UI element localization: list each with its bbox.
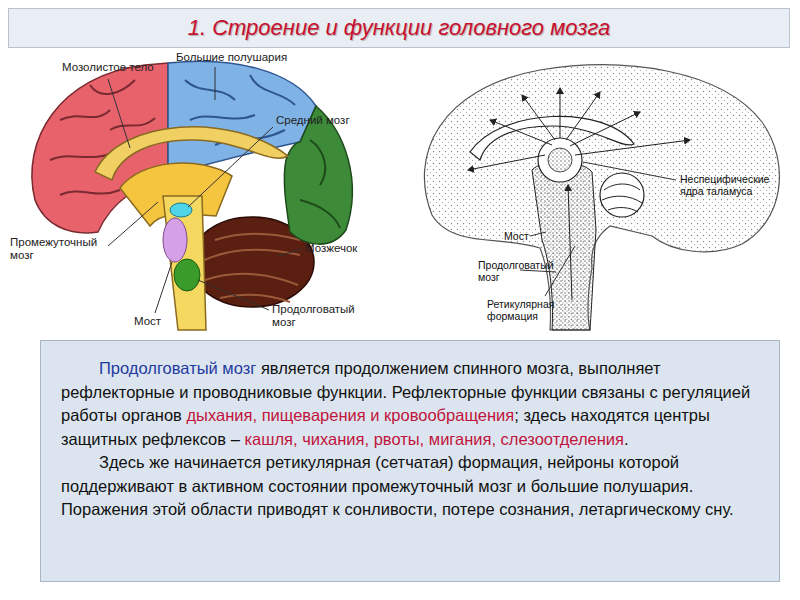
- part-label: Большие полушария: [176, 51, 287, 64]
- part-label: Мост: [134, 315, 161, 328]
- paragraph: Здесь же начинается ретикулярная (сетчат…: [61, 451, 759, 522]
- part-label: Промежуточный мозг: [10, 236, 106, 262]
- reticular-diagram: [424, 65, 779, 330]
- part-label: Средний мозг: [276, 114, 350, 127]
- part-label: Неспецифические ядра таламуса: [680, 173, 792, 197]
- colored-brain: [32, 61, 352, 330]
- text-run: Продолговатый мозг: [99, 359, 256, 377]
- title-bar: 1. Строение и функции головного мозга: [8, 8, 790, 48]
- text-panel: Продолговатый мозгявляется продолжением …: [40, 340, 780, 582]
- leader-lines: [520, 162, 676, 296]
- title-text: 1. Строение и функции головного мозга: [9, 9, 789, 47]
- part-label: Мозжечок: [305, 242, 357, 255]
- paragraph: Продолговатый мозгявляется продолжением …: [61, 357, 759, 451]
- text-run: кашля, чихания, рвоты, мигания, слезоотд…: [244, 430, 624, 448]
- part-label: Мозолистое тело: [62, 61, 154, 74]
- part-label: Продолговатый мозг: [478, 259, 558, 283]
- text-run: .: [624, 430, 629, 448]
- part-label: Ретикулярная формация: [487, 298, 579, 322]
- part-label: Продолговатый мозг: [272, 303, 370, 329]
- leader-lines: [108, 67, 302, 313]
- text-run: дыхания, пищеварения и кровообращения: [186, 406, 514, 424]
- text-run: Здесь же начинается ретикулярная (сетчат…: [61, 453, 734, 518]
- part-label: Мост: [504, 230, 529, 242]
